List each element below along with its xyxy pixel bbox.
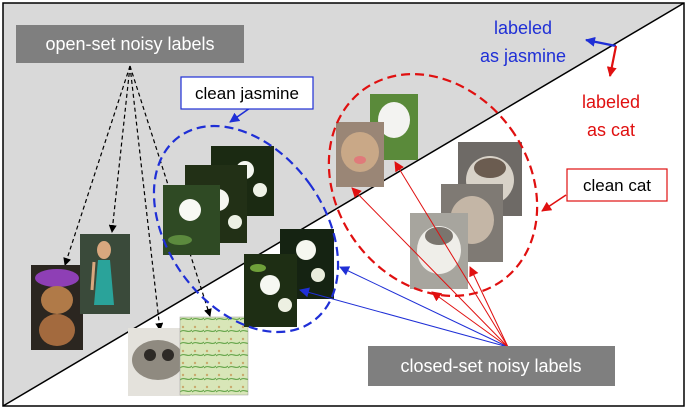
labeled-cat-line2: as cat: [587, 120, 635, 140]
clean-jasmine-label-box: [180, 76, 314, 110]
closed-set-label-box: [368, 346, 615, 386]
labeled-jasmine-line2: as jasmine: [480, 46, 566, 66]
clean-jasmine-ellipse: [152, 124, 340, 334]
open-set-label-box: [16, 25, 244, 63]
cat-photo: [410, 213, 468, 289]
cat-legend-arrow: [606, 45, 618, 77]
clean-cat-label-box: [566, 168, 668, 202]
labeled-cat-line1: labeled: [582, 92, 640, 112]
jasmine-legend-arrow: [585, 36, 617, 48]
labeled-jasmine-line1: labeled: [494, 18, 552, 38]
animal-skull-photo: [128, 328, 190, 396]
clean-jasmine-pointer: [229, 107, 251, 123]
dog-in-costume-photo: [31, 265, 83, 350]
closed-set-label: closed-set noisy labels: [400, 356, 581, 376]
open-set-arrows: [63, 65, 212, 331]
clean-cat-ellipse: [327, 73, 539, 297]
clean-cat-pointer: [541, 194, 567, 212]
cat-photo: [336, 122, 384, 187]
clean-jasmine-label: clean jasmine: [195, 84, 299, 103]
clean-cat-label: clean cat: [583, 176, 651, 195]
map-illustration: [179, 316, 249, 396]
open-set-label: open-set noisy labels: [45, 34, 214, 54]
closed-set-arrows: [299, 161, 509, 348]
jasmine-flower-photo: [163, 185, 220, 255]
mermaid-doll-photo: [80, 234, 130, 314]
jasmine-flower-photo: [244, 254, 297, 327]
